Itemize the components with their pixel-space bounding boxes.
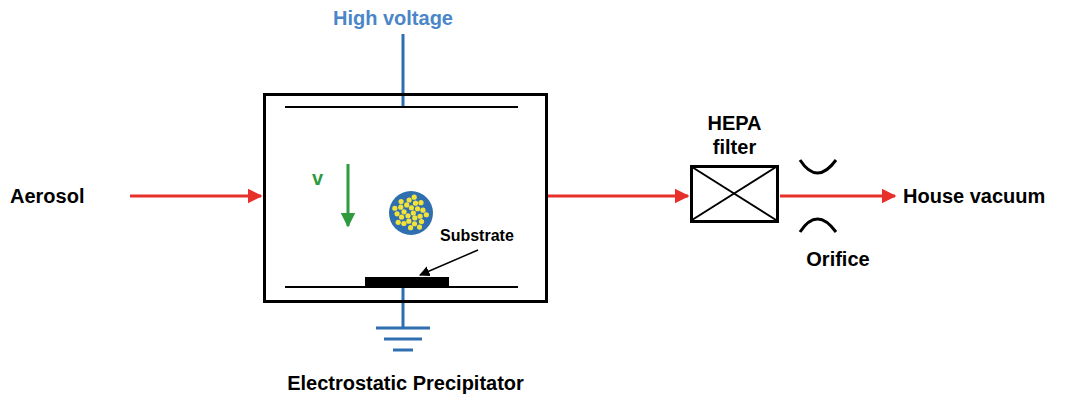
hv-wire — [402, 34, 405, 107]
filter-cross — [692, 167, 776, 220]
node-heading: HEPA filter — [700, 111, 770, 159]
ground-symbol — [376, 288, 430, 350]
flow-arrow — [548, 195, 688, 198]
velocity-arrow — [347, 164, 350, 226]
inlet-label: Aerosol — [10, 184, 84, 208]
velocity-label: v — [312, 166, 323, 190]
substrate — [365, 277, 449, 286]
orifice-symbol — [800, 160, 836, 232]
inlet-arrow — [130, 195, 261, 198]
orifice-label: Orifice — [806, 247, 869, 271]
outlet-label: House vacuum — [903, 184, 1045, 208]
particle — [389, 191, 433, 235]
voltage-label: High voltage — [333, 6, 453, 30]
hepa-filter-box: HEPA filter — [690, 165, 779, 223]
precipitator-box: Electrostatic Precipitator — [263, 93, 548, 303]
bottom-electrode — [285, 286, 518, 288]
substrate-label: Substrate — [440, 226, 514, 245]
top-electrode — [285, 106, 518, 108]
node-heading: Electrostatic Precipitator — [287, 371, 524, 395]
outlet-arrow — [780, 195, 895, 198]
leader-line — [420, 250, 478, 275]
